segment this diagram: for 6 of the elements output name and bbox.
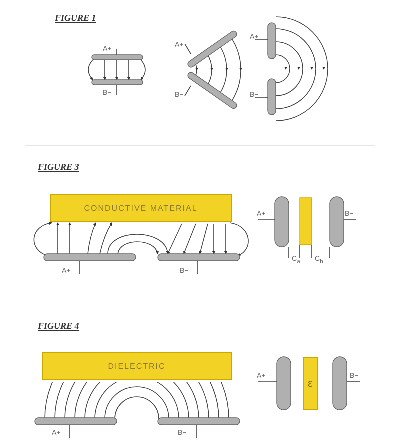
figure-title: FIGURE 3	[38, 163, 80, 172]
figure-title: FIGURE 4	[38, 322, 80, 331]
dielectric-bar: DIELECTRIC	[42, 352, 232, 380]
figure-title: FIGURE 1	[55, 14, 96, 23]
material-bar: CONDUCTIVE MATERIAL	[50, 194, 232, 222]
dielectric-bar: ε	[303, 357, 318, 410]
